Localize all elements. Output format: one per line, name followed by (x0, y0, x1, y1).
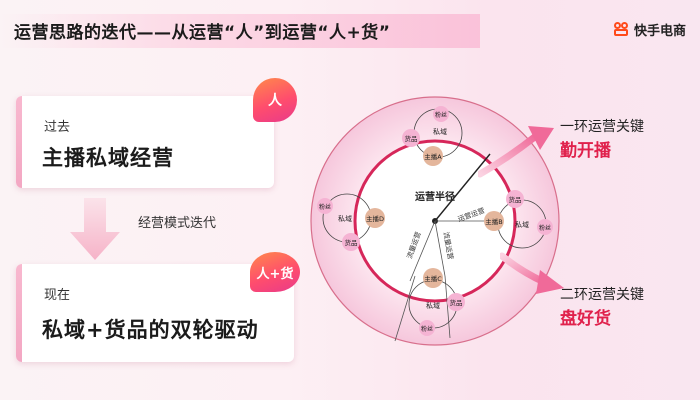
fans-node-a (433, 106, 449, 122)
ring2-key: 盘好货 (560, 309, 611, 329)
card-accent-bar (16, 96, 22, 188)
anchor-c-node (423, 268, 443, 288)
brand-logo: 快手电商 (613, 20, 686, 39)
operation-radius-diagram: 运营半径 运营运营 流量运营 流量运营 主播A 私域 货品 粉丝 主播D 私域 … (310, 96, 560, 346)
spoke-c-line-2 (434, 220, 446, 277)
ring2-label: 二环运营关键 (560, 287, 644, 303)
past-card: 过去 主播私域经营 (16, 96, 274, 188)
private-label-c: 私域 (426, 301, 440, 310)
goods-label-b: 货品 (509, 195, 522, 204)
title-banner (0, 14, 480, 48)
anchor-d-label: 主播D (366, 214, 384, 223)
anchor-c-label: 主播C (424, 274, 442, 283)
goods-node-d (342, 233, 360, 251)
past-badge: 人 (253, 78, 297, 122)
kuaishou-logo-icon (613, 21, 630, 38)
goods-label-d: 货品 (345, 238, 358, 247)
anchor-a-label: 主播A (424, 152, 442, 161)
fans-node-c (419, 320, 435, 336)
anchor-b-node (484, 211, 504, 231)
page-title: 运营思路的迭代——从运营“人”到运营“人+货” (14, 23, 391, 43)
card-accent-bar (16, 264, 22, 362)
fans-node-d (317, 198, 333, 214)
past-title: 主播私域经营 (42, 146, 174, 170)
anchor-d-node (365, 208, 385, 228)
private-label-d: 私域 (338, 214, 352, 223)
present-badge: 人+货 (250, 252, 300, 292)
ring1-key: 勤开播 (560, 141, 611, 161)
ring1-label: 一环运营关键 (560, 119, 644, 135)
fans-label-a: 粉丝 (435, 111, 447, 119)
fans-label-b: 粉丝 (539, 224, 551, 232)
fans-label-c: 粉丝 (421, 325, 433, 333)
center-label: 运营半径 (415, 190, 455, 203)
present-title: 私域+货品的双轮驱动 (42, 318, 259, 342)
fans-node-b (537, 219, 553, 235)
private-label-a: 私域 (433, 127, 447, 136)
fans-label-d: 粉丝 (319, 203, 331, 211)
present-label: 现在 (44, 288, 71, 303)
present-card: 现在 私域+货品的双轮驱动 (16, 264, 294, 362)
goods-node-b (506, 190, 524, 208)
goods-node-c (447, 293, 465, 311)
radius-line (434, 153, 491, 222)
iteration-label: 经营模式迭代 (138, 216, 217, 231)
anchor-b-label: 主播B (485, 217, 502, 226)
ring2-arrow-icon (500, 252, 564, 294)
spoke-down-line-2 (444, 275, 451, 339)
past-label: 过去 (44, 120, 71, 135)
brand-name: 快手电商 (633, 24, 686, 39)
goods-label-c: 货品 (450, 298, 463, 307)
spoke-c-line-1 (409, 220, 436, 282)
spoke-down-line-1 (394, 275, 416, 342)
private-label-b: 私域 (515, 220, 529, 229)
goods-label-a: 货品 (405, 134, 418, 143)
ring1-arrow-icon (478, 126, 554, 178)
goods-node-a (402, 129, 420, 147)
anchor-a-node (423, 146, 443, 166)
down-arrow-icon (70, 198, 120, 260)
